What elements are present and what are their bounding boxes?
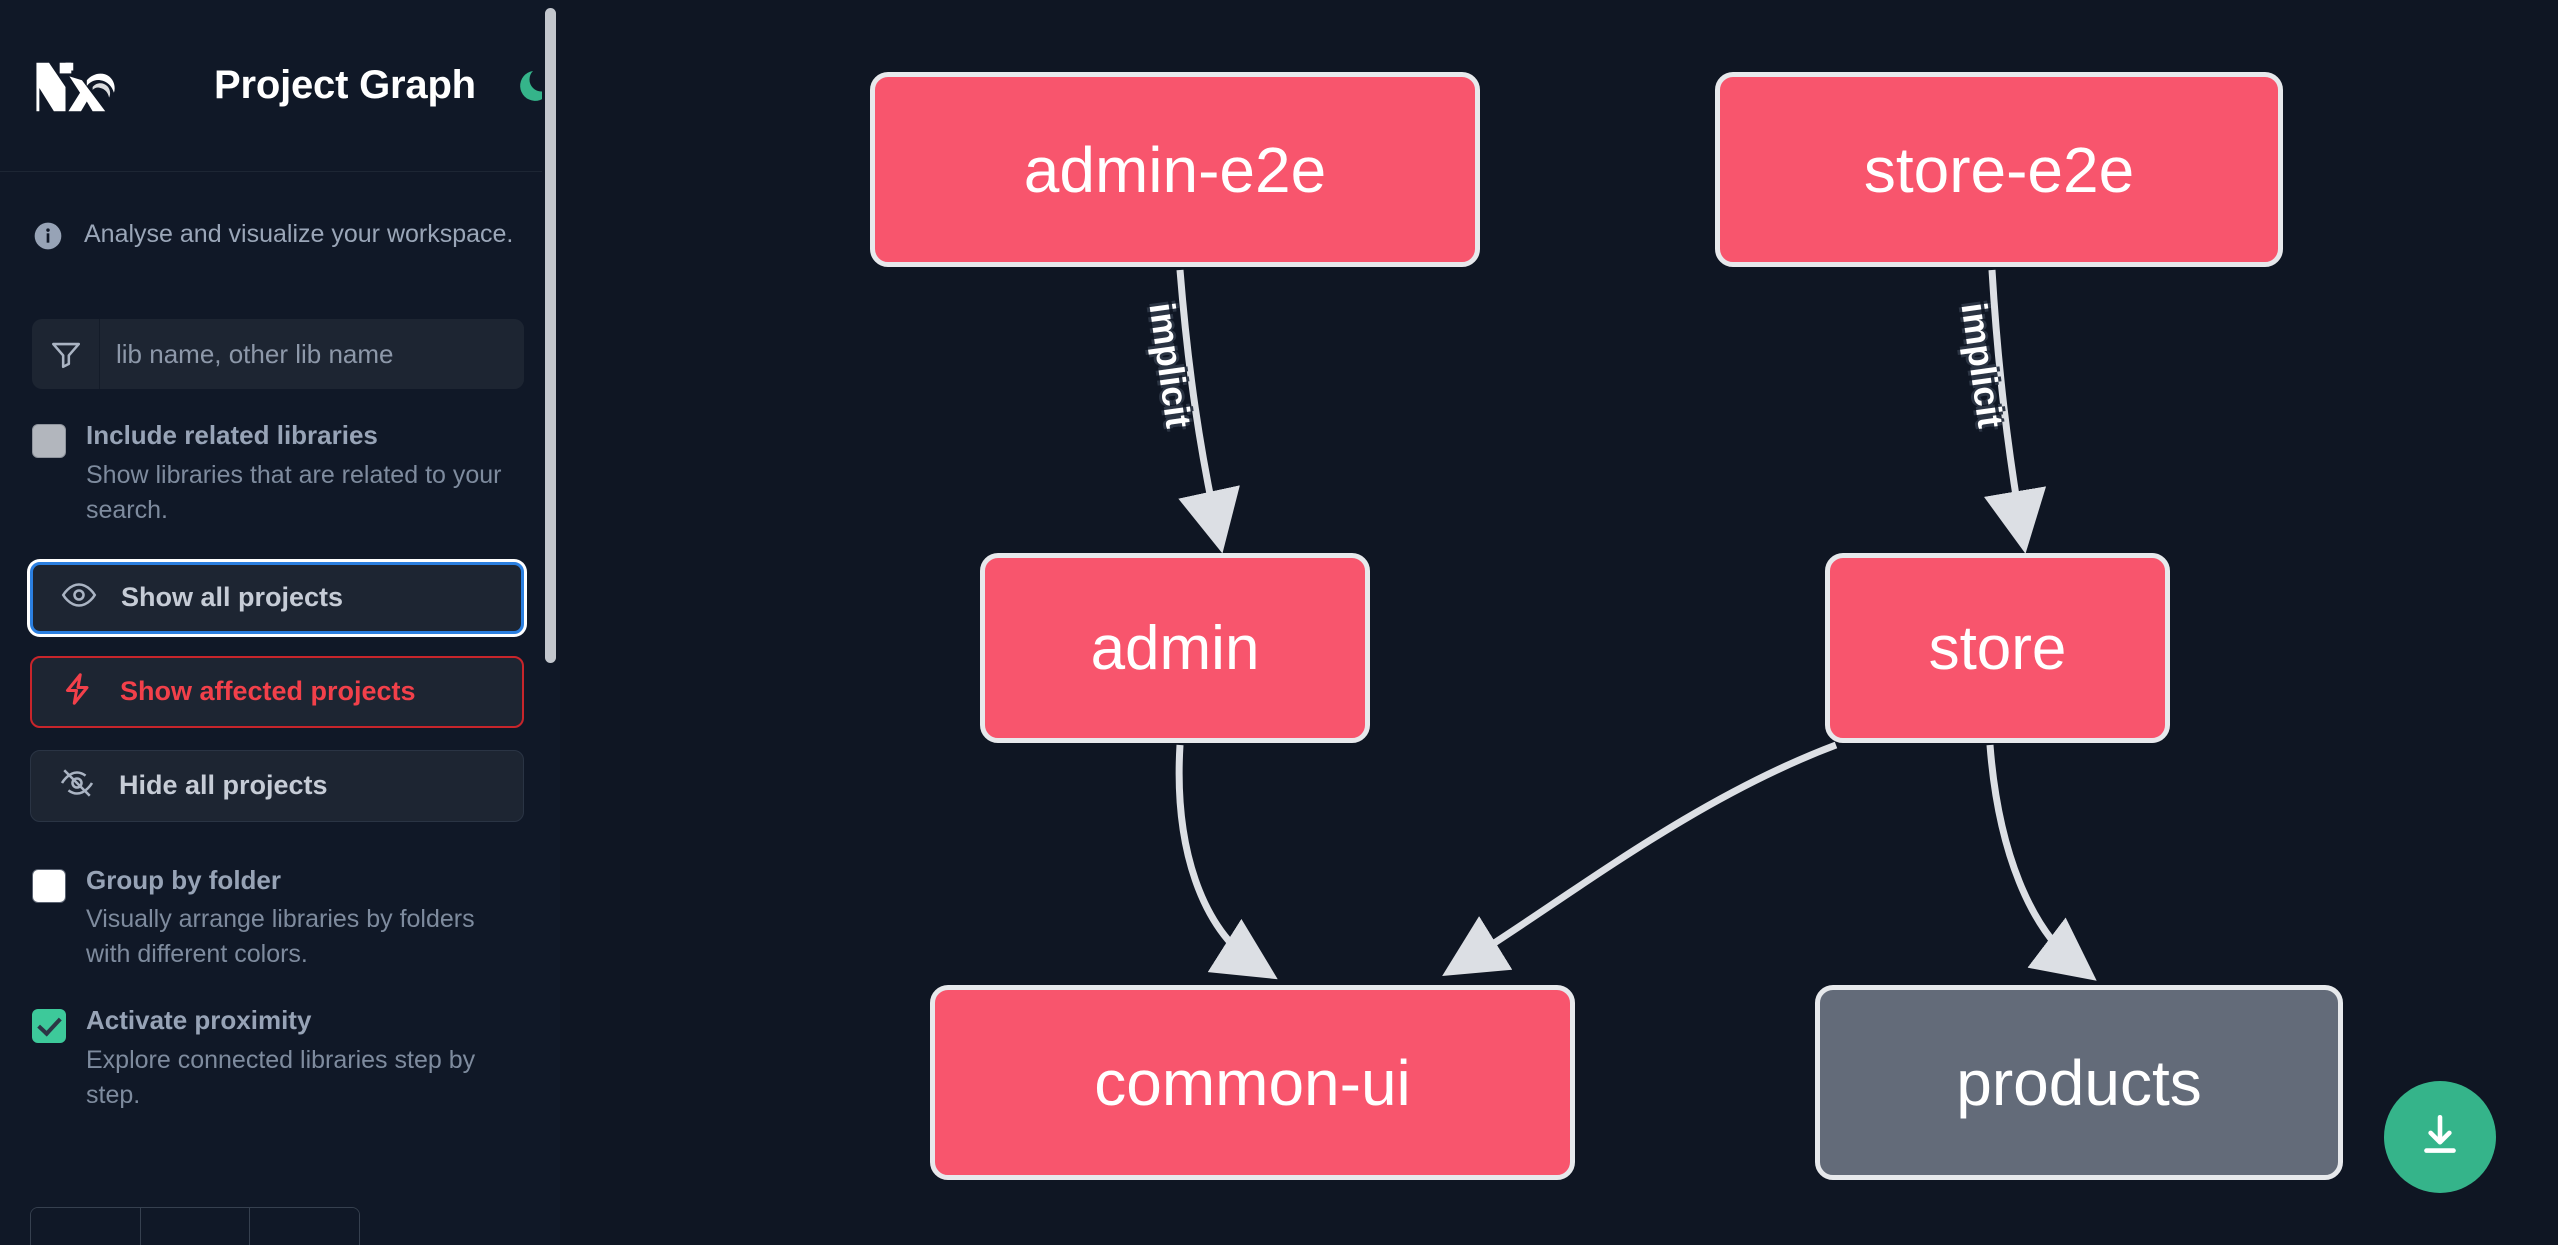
activate-proximity-label: Activate proximity Explore connected lib… — [86, 1004, 520, 1113]
activate-proximity-description: Explore connected libraries step by step… — [86, 1045, 476, 1109]
include-related-description: Show libraries that are related to your … — [86, 460, 502, 524]
sidebar: Project Graph Analyse and visualize your… — [0, 0, 560, 1245]
group-by-folder-row[interactable]: Group by folder Visually arrange librari… — [0, 822, 560, 973]
download-icon — [2415, 1111, 2465, 1164]
group-by-folder-label: Group by folder Visually arrange librari… — [86, 864, 520, 973]
filter-funnel-icon — [32, 319, 100, 389]
include-related-libraries-row[interactable]: Include related libraries Show libraries… — [0, 389, 560, 528]
graph-node-admin[interactable]: admin — [980, 553, 1370, 743]
group-by-folder-checkbox[interactable] — [32, 868, 66, 903]
sidebar-header: Project Graph — [0, 0, 560, 172]
search-box[interactable] — [32, 319, 524, 389]
graph-node-common-ui[interactable]: common-ui — [930, 985, 1575, 1180]
graph-node-store[interactable]: store — [1825, 553, 2170, 743]
download-image-button[interactable] — [2384, 1081, 2496, 1193]
edge-store-products — [1986, 744, 2097, 981]
activate-proximity-title: Activate proximity — [86, 1005, 312, 1035]
graph-node-store-e2e[interactable]: store-e2e — [1715, 72, 2283, 267]
show-all-projects-label: Show all projects — [121, 582, 344, 612]
search-input[interactable] — [100, 319, 524, 389]
include-related-label: Include related libraries Show libraries… — [86, 419, 520, 528]
graph-canvas[interactable]: implicit implicit admin-e2e store-e2e ad… — [560, 0, 2558, 1245]
lightning-bolt-icon — [60, 671, 96, 712]
graph-edges — [1175, 269, 2097, 981]
sidebar-scrollbar-thumb[interactable] — [545, 8, 556, 663]
segment-option-3[interactable] — [250, 1208, 359, 1245]
show-all-projects-button[interactable]: Show all projects — [30, 561, 524, 634]
activate-proximity-row[interactable]: Activate proximity Explore connected lib… — [0, 972, 560, 1113]
group-by-folder-title: Group by folder — [86, 864, 281, 895]
edge-store-common-ui — [1442, 741, 1838, 977]
sidebar-scrollbar[interactable] — [542, 0, 560, 1245]
include-related-checkbox[interactable] — [32, 424, 66, 458]
hide-all-projects-label: Hide all projects — [119, 770, 328, 800]
include-related-title: Include related libraries — [86, 420, 378, 450]
segment-option-1[interactable] — [31, 1208, 141, 1245]
edge-admin-e2e-admin — [1176, 269, 1240, 554]
show-affected-projects-button[interactable]: Show affected projects — [30, 655, 524, 728]
graph-node-products[interactable]: products — [1815, 985, 2343, 1180]
edge-store-e2e-store — [1983, 269, 2047, 554]
project-action-buttons: Show all projects Show affected projects — [0, 528, 560, 822]
segment-option-2[interactable] — [140, 1208, 251, 1245]
info-text: Analyse and visualize your workspace. — [84, 220, 514, 248]
edge-admin-common-ui — [1175, 744, 1278, 980]
page-title: Project Graph — [214, 63, 476, 107]
eye-off-icon — [59, 765, 95, 806]
show-affected-projects-label: Show affected projects — [120, 676, 416, 706]
info-banner: Analyse and visualize your workspace. — [0, 172, 560, 257]
group-by-folder-description: Visually arrange libraries by folders wi… — [86, 905, 475, 968]
hide-all-projects-button[interactable]: Hide all projects — [30, 749, 524, 822]
info-circle-icon — [32, 220, 64, 257]
eye-icon — [61, 577, 97, 618]
activate-proximity-checkbox[interactable] — [32, 1009, 66, 1043]
segmented-control[interactable] — [30, 1207, 360, 1245]
graph-node-admin-e2e[interactable]: admin-e2e — [870, 72, 1480, 267]
nx-logo-icon — [32, 55, 130, 117]
